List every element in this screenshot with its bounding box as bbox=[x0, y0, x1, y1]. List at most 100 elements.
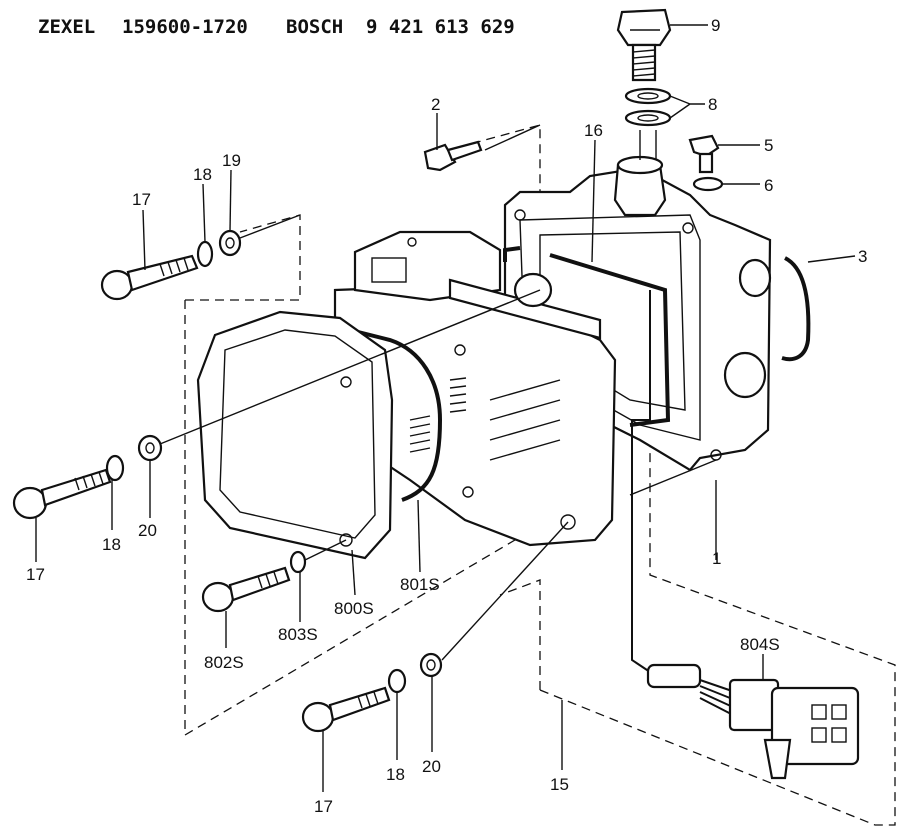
bolt-17-bottom-shank bbox=[328, 686, 391, 722]
screw-5 bbox=[688, 134, 720, 174]
leader-8 bbox=[669, 95, 705, 119]
callout-6: 6 bbox=[764, 176, 773, 195]
bolt-17-top bbox=[100, 254, 199, 301]
header-part-number-bosch: 9 421 613 629 bbox=[366, 16, 515, 38]
header-part-number-zexel: 159600-1720 bbox=[122, 16, 248, 38]
cover-rim bbox=[219, 329, 376, 539]
gasket-3 bbox=[781, 256, 811, 362]
callout-18-mid: 18 bbox=[102, 535, 121, 554]
bolt-802s-shank bbox=[228, 566, 291, 602]
washer-20-bottom bbox=[419, 652, 443, 678]
gasket-16 bbox=[503, 246, 671, 427]
leader-16 bbox=[591, 139, 596, 263]
callout-804s: 804S bbox=[740, 635, 780, 654]
cover-bolt-hole-top bbox=[340, 376, 352, 388]
bolt-17-top-thread bbox=[159, 257, 189, 277]
bolt-17-bottom bbox=[301, 686, 391, 733]
callout-800s: 800S bbox=[334, 599, 374, 618]
leader-801s bbox=[417, 499, 421, 573]
screw-2 bbox=[423, 140, 483, 172]
bolt-9-head bbox=[616, 8, 672, 47]
washer-20-mid-hole bbox=[145, 442, 155, 454]
screw-2-shank bbox=[446, 140, 483, 162]
washer-8-lower-hole bbox=[637, 114, 659, 122]
bolt-17-mid-head bbox=[12, 486, 48, 520]
bolt-802s-thread bbox=[257, 571, 279, 589]
governor-bolt-hole bbox=[560, 514, 576, 530]
connector-latch bbox=[763, 738, 792, 780]
screw-5-shank bbox=[698, 152, 714, 174]
connector-plug bbox=[770, 686, 860, 766]
axis-bottom-bolt bbox=[441, 521, 569, 661]
washer-803s bbox=[289, 550, 307, 574]
leader-lines bbox=[35, 24, 856, 792]
bolt-17-bottom-thread bbox=[357, 691, 379, 709]
dashed-outline-mid-link bbox=[499, 579, 541, 690]
callout-20-mid: 20 bbox=[138, 521, 157, 540]
dashed-outline-right-group bbox=[539, 290, 896, 826]
bolt-802s bbox=[201, 566, 291, 613]
bolt-17-top-head bbox=[100, 269, 134, 301]
washer-8-lower bbox=[624, 109, 672, 127]
callout-803s: 803S bbox=[278, 625, 318, 644]
harness-wire bbox=[631, 290, 651, 673]
housing-bolt-hole-2 bbox=[682, 222, 694, 234]
axis-housing-lower bbox=[629, 459, 717, 496]
cover-bolt-hole bbox=[339, 533, 353, 547]
callout-9: 9 bbox=[711, 16, 720, 35]
washer-19 bbox=[218, 229, 242, 257]
banjo-bolt-9 bbox=[616, 8, 672, 82]
leader-3 bbox=[807, 255, 856, 263]
washer-20-mid bbox=[137, 434, 163, 462]
bolt-17-mid-thread bbox=[74, 471, 104, 491]
callout-16: 16 bbox=[584, 121, 603, 140]
washer-8-upper-hole bbox=[637, 92, 659, 100]
callout-802s: 802S bbox=[204, 653, 244, 672]
spring-lower bbox=[409, 415, 431, 453]
callout-5: 5 bbox=[764, 136, 773, 155]
callout-18-bottom: 18 bbox=[386, 765, 405, 784]
leader-18-top bbox=[202, 183, 206, 243]
housing-boss-upper bbox=[738, 258, 772, 298]
header-brand-bosch: BOSCH bbox=[286, 16, 343, 38]
governor-housing bbox=[333, 230, 617, 547]
screw-5-head bbox=[688, 134, 720, 158]
callout-17-top: 17 bbox=[132, 190, 151, 209]
control-rod bbox=[448, 278, 602, 340]
dashed-outline-left-upper bbox=[185, 214, 301, 301]
housing-bolt-hole-1 bbox=[514, 209, 526, 221]
callout-labels: 9 8 5 6 3 16 2 17 18 19 17 18 20 802S 80… bbox=[26, 16, 867, 816]
connector-housing bbox=[728, 678, 780, 732]
axis-mid-bolt bbox=[159, 289, 541, 445]
connector-pin-4 bbox=[831, 727, 847, 743]
washer-20-bottom-hole bbox=[426, 659, 436, 671]
axis-top-bolt bbox=[239, 214, 301, 239]
governor-hole-1 bbox=[454, 344, 466, 356]
harness-grommet bbox=[646, 663, 702, 689]
callout-3: 3 bbox=[858, 247, 867, 266]
callout-20-bottom: 20 bbox=[422, 757, 441, 776]
callout-18-top: 18 bbox=[193, 165, 212, 184]
governor-springs bbox=[409, 377, 467, 453]
washer-18-top bbox=[196, 240, 214, 268]
bolt-9-axis bbox=[639, 130, 657, 160]
housing-ribs bbox=[489, 379, 561, 461]
spring-upper bbox=[449, 377, 467, 413]
callout-2: 2 bbox=[431, 95, 440, 114]
governor-hole-2 bbox=[462, 486, 474, 498]
washer-18-bottom bbox=[387, 668, 407, 694]
top-block-hole bbox=[407, 237, 417, 247]
callout-801s: 801S bbox=[400, 575, 440, 594]
governor-cover-800s bbox=[196, 310, 394, 560]
callout-1: 1 bbox=[712, 549, 721, 568]
axis-802s-bolt bbox=[304, 539, 347, 561]
assembly-axis-lines bbox=[159, 124, 717, 661]
harness-wires bbox=[699, 679, 736, 717]
axis-screw-2 bbox=[484, 124, 541, 151]
callout-19: 19 bbox=[222, 151, 241, 170]
callout-15: 15 bbox=[550, 775, 569, 794]
bolt-802s-head bbox=[201, 581, 235, 613]
connector-pin-3 bbox=[811, 727, 827, 743]
housing-boss-lower bbox=[723, 351, 767, 399]
